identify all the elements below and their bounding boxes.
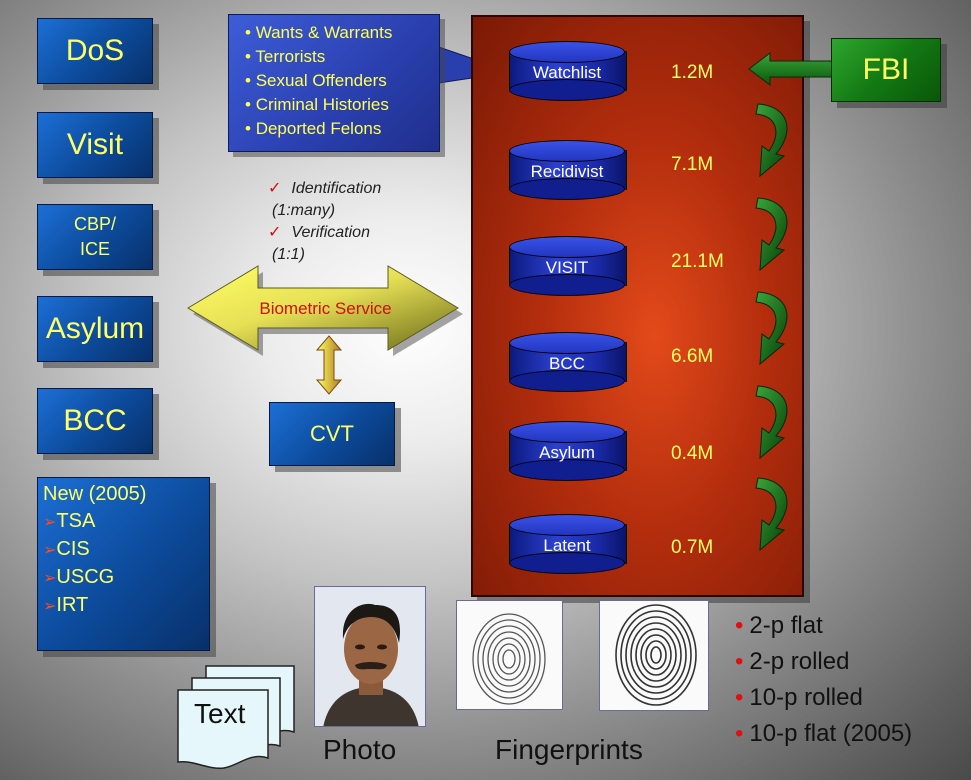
db-label: VISIT bbox=[545, 258, 589, 277]
db-recidivist: Recidivist bbox=[509, 140, 627, 200]
face-photo-image bbox=[315, 587, 425, 726]
down-curve-arrow-icon bbox=[755, 291, 788, 365]
verification-sub: (1:1) bbox=[272, 246, 305, 263]
db-count: 0.4M bbox=[671, 443, 714, 464]
db-count: 7.1M bbox=[671, 154, 714, 175]
new-item-uscg: ➢USCG bbox=[43, 564, 209, 592]
visit-label: Visit bbox=[66, 128, 124, 161]
down-curve-arrow-icon bbox=[755, 385, 788, 459]
callout-item: • Terrorists bbox=[245, 47, 326, 66]
cvt-box: CVT bbox=[269, 402, 395, 466]
cvt-link-arrow bbox=[315, 335, 343, 395]
dos-label: DoS bbox=[65, 34, 125, 67]
db-label: BCC bbox=[549, 354, 585, 373]
db-count: 0.7M bbox=[671, 537, 714, 558]
watchlist-callout: • Wants & Warrants • Terrorists • Sexual… bbox=[228, 14, 440, 152]
callout-item: • Sexual Offenders bbox=[245, 71, 387, 90]
face-photo bbox=[314, 586, 426, 727]
db-latent: Latent bbox=[509, 514, 627, 574]
db-label: Watchlist bbox=[532, 63, 602, 82]
callout-item: • Wants & Warrants bbox=[245, 23, 393, 42]
db-visit: VISIT bbox=[509, 236, 627, 296]
fingerprint-type-item: •2-p flat bbox=[735, 612, 823, 639]
fingerprint-icon bbox=[472, 613, 546, 705]
fingerprint-types-list: •2-p flat •2-p rolled •10-p rolled •10-p… bbox=[735, 608, 912, 752]
bcc-box: BCC bbox=[37, 388, 153, 454]
new-item-label: TSA bbox=[56, 510, 96, 532]
cbp-label: CBP/ bbox=[73, 214, 116, 234]
fingerprints-caption: Fingerprints bbox=[495, 734, 643, 765]
arrow-bullet-icon: ➢ bbox=[43, 598, 57, 615]
identification-sub: (1:many) bbox=[272, 202, 336, 219]
new-item-irt: ➢IRT bbox=[43, 592, 209, 620]
new-item-label: CIS bbox=[56, 538, 90, 560]
dos-box: DoS bbox=[37, 18, 153, 84]
verification-line: ✓ Verification bbox=[268, 222, 381, 244]
asylum-box: Asylum bbox=[37, 296, 153, 362]
db-count: 6.6M bbox=[671, 346, 714, 367]
new-item-cis: ➢CIS bbox=[43, 536, 209, 564]
down-curve-arrow-icon bbox=[755, 103, 788, 177]
fingerprint-flat-image bbox=[456, 600, 563, 710]
check-icon: ✓ bbox=[268, 180, 282, 197]
photo-caption: Photo bbox=[323, 734, 397, 765]
db-watchlist: Watchlist bbox=[509, 41, 627, 101]
new-2005-box: New (2005) ➢TSA ➢CIS ➢USCG ➢IRT bbox=[37, 477, 210, 651]
db-count: 21.1M bbox=[671, 251, 724, 272]
cvt-label: CVT bbox=[310, 421, 354, 446]
db-count: 1.2M bbox=[671, 62, 714, 83]
arrow-bullet-icon: ➢ bbox=[43, 514, 57, 531]
visit-box: Visit bbox=[37, 112, 153, 178]
cbp-ice-box: CBP/ ICE bbox=[37, 204, 153, 270]
text-document-stack: Text bbox=[176, 662, 301, 772]
biometric-service-arrow bbox=[187, 265, 463, 356]
arrow-bullet-icon: ➢ bbox=[43, 542, 57, 559]
new-box-title: New (2005) bbox=[43, 483, 147, 505]
fingerprint-type-item: •2-p rolled bbox=[735, 648, 850, 675]
verification-label: Verification bbox=[291, 224, 370, 241]
text-doc-label: Text bbox=[194, 698, 246, 729]
asylum-label: Asylum bbox=[45, 312, 145, 345]
document-icon bbox=[177, 665, 295, 769]
db-bcc: BCC bbox=[509, 332, 627, 392]
new-item-label: IRT bbox=[56, 594, 89, 616]
db-label: Asylum bbox=[539, 443, 595, 462]
fbi-label: FBI bbox=[862, 53, 910, 86]
db-asylum: Asylum bbox=[509, 421, 627, 481]
fingerprint-type-item: •10-p rolled bbox=[735, 684, 863, 711]
check-icon: ✓ bbox=[268, 224, 282, 241]
callout-item: • Deported Felons bbox=[245, 119, 382, 138]
callout-item: • Criminal Histories bbox=[245, 95, 389, 114]
fingerprint-icon bbox=[615, 604, 697, 706]
new-item-label: USCG bbox=[56, 566, 115, 588]
fingerprint-rolled-image bbox=[599, 600, 709, 711]
db-label: Latent bbox=[543, 536, 591, 555]
fbi-arrow-icon bbox=[748, 51, 835, 87]
fbi-box: FBI bbox=[831, 38, 941, 102]
ice-label: ICE bbox=[79, 239, 110, 259]
cascade-arrows bbox=[755, 103, 788, 551]
bcc-label: BCC bbox=[63, 404, 127, 437]
new-item-tsa: ➢TSA bbox=[43, 508, 209, 536]
matching-modes: ✓ Identification (1:many) ✓ Verification (… bbox=[268, 178, 381, 266]
database-panel bbox=[471, 15, 804, 597]
db-label: Recidivist bbox=[530, 162, 604, 181]
fingerprint-type-item: •10-p flat (2005) bbox=[735, 720, 913, 747]
identification-line: ✓ Identification bbox=[268, 178, 381, 200]
arrow-bullet-icon: ➢ bbox=[43, 570, 57, 587]
biometric-service-label: Biometric Service bbox=[259, 299, 392, 318]
down-curve-arrow-icon bbox=[755, 197, 788, 271]
down-curve-arrow-icon bbox=[755, 477, 788, 551]
identification-label: Identification bbox=[291, 180, 382, 197]
